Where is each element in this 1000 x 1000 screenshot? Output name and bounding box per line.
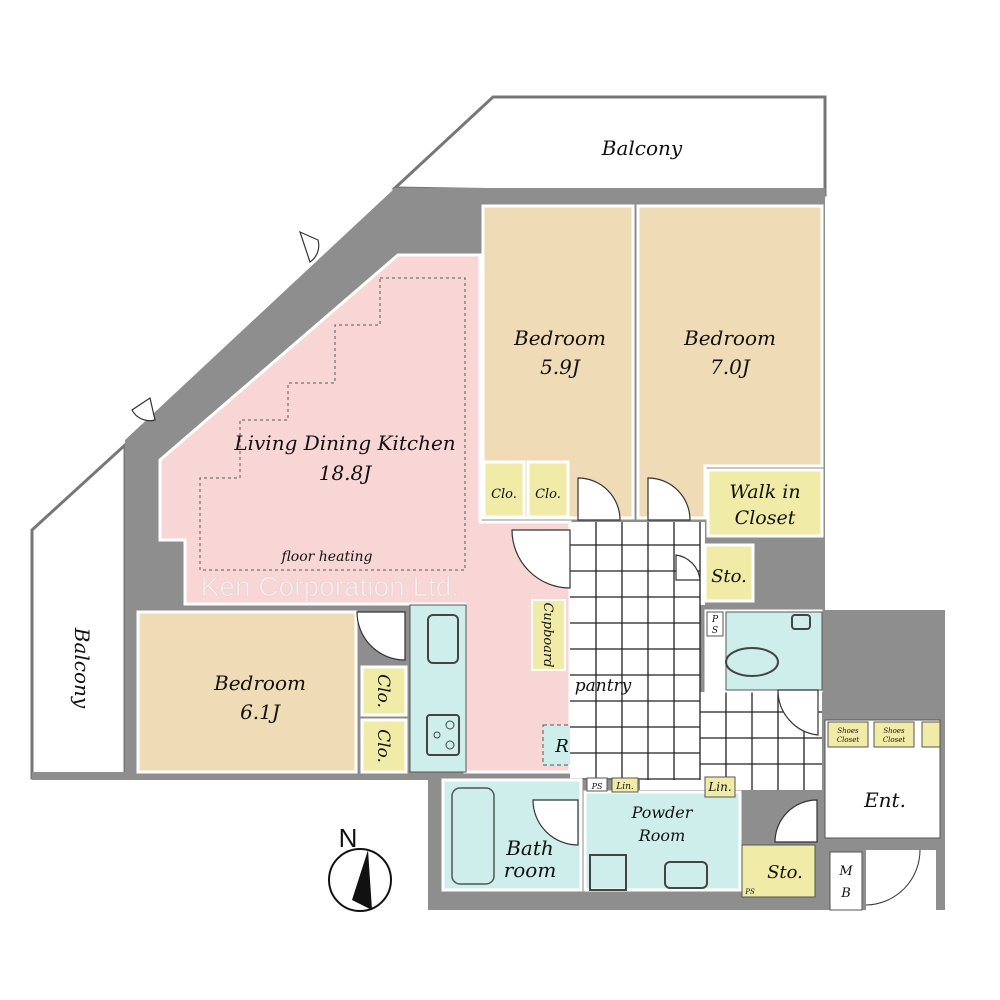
sink-icon xyxy=(427,614,459,664)
linen-1 xyxy=(611,777,639,793)
powder-room-label: Powder xyxy=(631,803,694,822)
door-icon xyxy=(131,397,156,422)
refrigerator-label: R xyxy=(554,736,569,757)
bedroom-2-size: 7.0J xyxy=(710,355,751,379)
shoes-closet-1-label-2: Closet xyxy=(837,736,860,744)
stove-icon xyxy=(426,714,460,756)
toilet-icon xyxy=(725,647,779,677)
pipe-space-2-label: PS xyxy=(744,888,755,896)
entry-door-area xyxy=(866,850,936,910)
door-icon xyxy=(675,554,701,581)
shoes-closet-3 xyxy=(921,721,941,748)
entry-door-icon xyxy=(865,849,921,906)
pipe-space-1-label: PS xyxy=(591,782,603,791)
entrance-label: Ent. xyxy=(863,788,906,812)
bedroom-1-size: 5.9J xyxy=(540,355,581,379)
ldk-size: 18.8J xyxy=(319,461,373,485)
floor-heating-label: floor heating xyxy=(280,549,372,565)
shoes-closet-1 xyxy=(827,721,869,748)
hallway xyxy=(570,522,822,845)
room-bedroom-3 xyxy=(136,610,358,774)
pipe-space-vertical xyxy=(706,611,724,637)
closet-2 xyxy=(526,460,570,519)
walk-in-closet xyxy=(706,468,824,538)
shoes-closet-2 xyxy=(873,721,915,748)
compass-icon: N xyxy=(328,823,392,912)
linen-2-label: Lin. xyxy=(707,780,731,794)
linen-1-label: Lin. xyxy=(615,782,634,792)
storage-2-label: Sto. xyxy=(767,862,803,883)
floor-heating-area xyxy=(199,277,466,571)
bedroom-1-label: Bedroom xyxy=(513,326,606,350)
ps-label-s: S xyxy=(712,626,718,636)
door-icon xyxy=(777,689,819,736)
storage-1-label: Sto. xyxy=(711,566,747,587)
cupboard xyxy=(531,599,566,671)
closet-3 xyxy=(360,665,408,717)
walk-in-closet-label-2: Closet xyxy=(735,507,796,529)
pantry-label: pantry xyxy=(575,676,632,696)
doors xyxy=(131,230,819,846)
washing-machine-icon xyxy=(589,854,627,891)
door-icon xyxy=(356,611,406,661)
powder-room xyxy=(583,790,742,892)
washbasin-icon xyxy=(791,614,811,630)
bedroom-2-label: Bedroom xyxy=(683,326,776,350)
cupboard-label: Cupboard xyxy=(540,602,555,667)
bedroom-3-label: Bedroom xyxy=(213,671,306,695)
door-icon xyxy=(299,230,320,263)
meter-box-label: M xyxy=(838,864,853,879)
powder-room-label-2: Room xyxy=(638,826,685,845)
balcony-top-label: Balcony xyxy=(601,136,683,160)
shoes-closet-1-label: Shoes xyxy=(837,727,859,735)
watermark: Ken Corporation Ltd. xyxy=(201,571,459,602)
shoes-closet-2-label-2: Closet xyxy=(883,736,906,744)
walk-in-closet-label: Walk in xyxy=(729,481,800,503)
closet-4 xyxy=(360,718,408,774)
meter-box-label-2: B xyxy=(840,886,851,901)
closet-1 xyxy=(482,460,526,519)
pipe-space-1 xyxy=(586,777,608,792)
balcony-left xyxy=(30,441,127,780)
bedroom-3-size: 6.1J xyxy=(240,700,281,724)
linen-2 xyxy=(704,776,736,798)
closet-3-label: Clo. xyxy=(373,674,393,708)
storage-2 xyxy=(741,844,816,898)
balcony-left-label: Balcony xyxy=(70,627,94,709)
compass-north-label: N xyxy=(339,823,358,853)
door-icon xyxy=(532,799,579,846)
room-bedroom-2 xyxy=(636,204,824,520)
door-icon xyxy=(774,799,818,843)
closet-1-label: Clo. xyxy=(491,487,517,502)
room-ldk xyxy=(158,253,572,774)
closet-2-label: Clo. xyxy=(535,487,561,502)
shoes-closet-2-label: Shoes xyxy=(883,727,905,735)
meter-box xyxy=(829,851,863,911)
door-icon xyxy=(577,477,621,521)
bathroom-label: Bath xyxy=(505,836,554,860)
door-icon xyxy=(511,529,571,589)
ldk-label: Living Dining Kitchen xyxy=(233,431,455,455)
bathroom-label-2: room xyxy=(504,858,557,882)
closet-4-label: Clo. xyxy=(373,729,393,763)
vanity-sink-icon xyxy=(664,861,708,889)
bathtub-icon xyxy=(451,787,495,885)
ps-label-p: P xyxy=(711,615,719,625)
storage-1 xyxy=(703,543,755,603)
door-icon xyxy=(647,477,691,521)
kitchen-counter xyxy=(409,604,467,773)
